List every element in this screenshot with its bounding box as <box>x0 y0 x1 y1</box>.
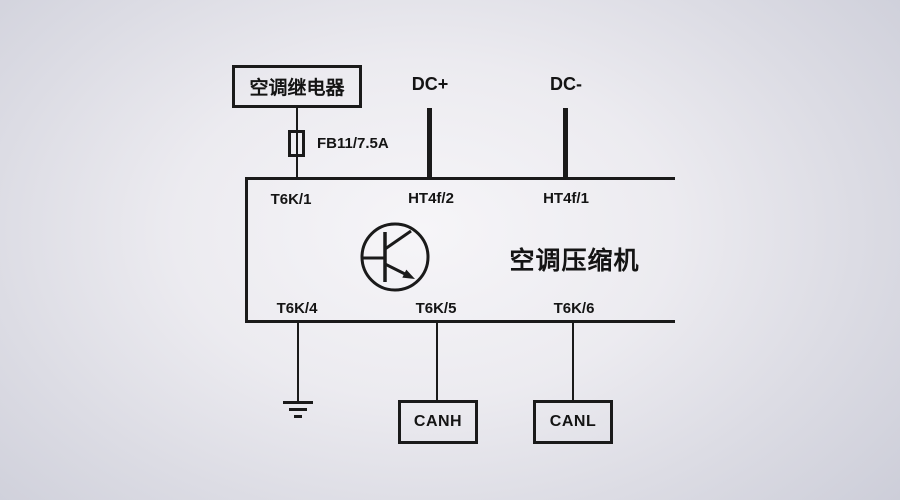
ac-relay-label: 空调继电器 <box>249 78 345 99</box>
canh-wire <box>436 323 438 401</box>
dc-minus-wire <box>563 108 568 178</box>
relay-to-compressor-wire <box>296 108 298 178</box>
canh-label: CANH <box>413 413 463 430</box>
terminal-t6k1: T6K/1 <box>270 191 312 208</box>
compressor-box <box>245 177 675 323</box>
canl-box: CANL <box>533 400 613 444</box>
canh-box: CANH <box>398 400 478 444</box>
ac-relay-box: 空调继电器 <box>232 65 362 108</box>
dc-minus-label: DC- <box>550 74 582 94</box>
terminal-t6k4: T6K/4 <box>276 300 318 317</box>
terminal-t6k5: T6K/5 <box>415 300 457 317</box>
fuse-label: FB11/7.5A <box>317 135 389 152</box>
ground-wire <box>297 323 299 402</box>
fuse-icon <box>288 130 305 157</box>
terminal-ht4f1: HT4f/1 <box>543 190 589 207</box>
terminal-t6k6: T6K/6 <box>553 300 595 317</box>
terminal-ht4f2: HT4f/2 <box>408 190 454 207</box>
dc-plus-label: DC+ <box>411 74 449 94</box>
canl-wire <box>572 323 574 401</box>
npn-transistor-icon <box>360 222 430 292</box>
canl-label: CANL <box>549 413 597 430</box>
compressor-label: 空调压缩机 <box>509 247 640 275</box>
dc-plus-wire <box>427 108 432 178</box>
